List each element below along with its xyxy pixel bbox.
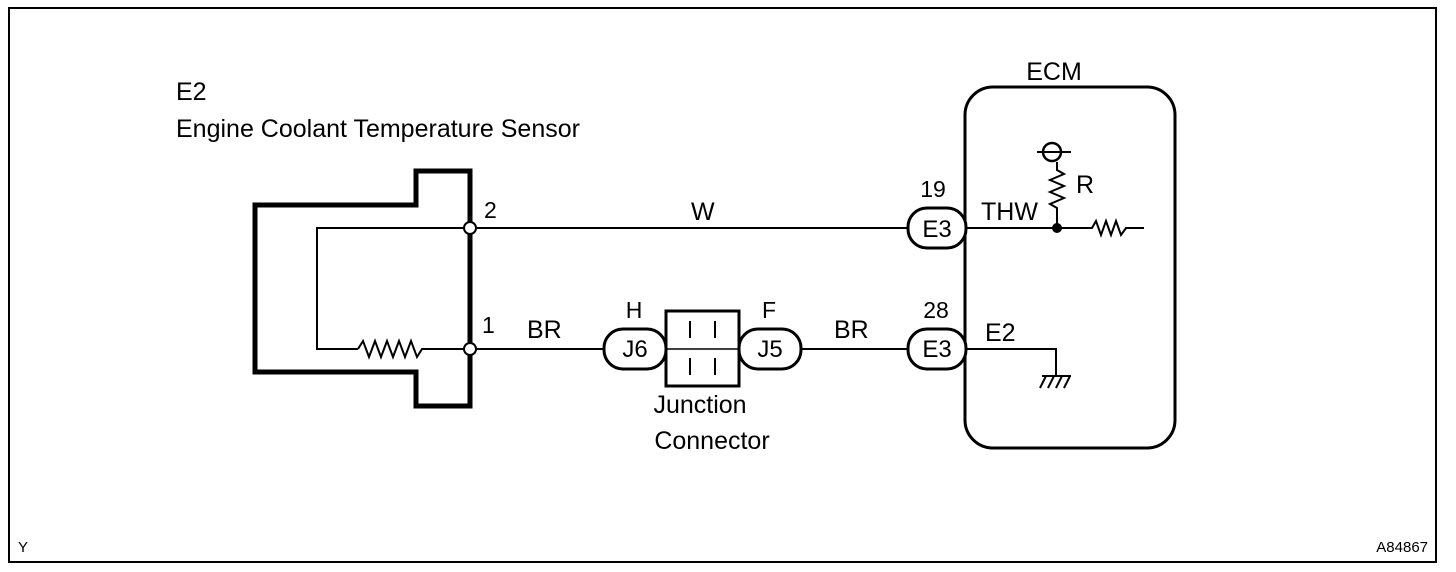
e2-internal-wire — [966, 348, 1057, 376]
junction-pin-h: H — [626, 297, 643, 323]
ecm-pin-28: 28 — [923, 297, 949, 323]
ground-hatch — [1047, 375, 1055, 389]
footer-right-code: A84867 — [1376, 539, 1428, 556]
wire-br-right-label: BR — [834, 316, 869, 344]
ecm-title: ECM — [1026, 58, 1082, 86]
diagram-frame — [8, 7, 1437, 563]
ecm-terminal-thw: THW — [981, 198, 1038, 226]
connector-j5-label: J5 — [757, 336, 782, 363]
wire-w-label: W — [691, 198, 715, 226]
resistor-label-r: R — [1076, 171, 1094, 199]
sensor-code: E2 — [176, 78, 207, 106]
ground-hatch — [1063, 375, 1071, 389]
junction-label-line1: Junction — [653, 391, 746, 419]
junction-pin-f: F — [762, 297, 776, 323]
connector-e3-bottom-label: E3 — [922, 336, 951, 363]
sensor-terminal-1 — [463, 342, 477, 356]
thermistor-resistor-icon — [357, 338, 470, 360]
ground-hatch — [1055, 375, 1063, 389]
sensor-housing — [252, 168, 473, 409]
sensor-internal-wire — [316, 227, 470, 350]
sensor-pin-2: 2 — [484, 197, 497, 223]
ecm-box — [963, 85, 1177, 450]
sensor-pin-1: 1 — [482, 312, 495, 338]
junction-label-line2: Connector — [654, 427, 769, 455]
ecm-pin-19: 19 — [920, 176, 946, 202]
sensor-terminal-2 — [463, 221, 477, 235]
footer-left-code: Y — [18, 539, 28, 556]
ecm-terminal-e2: E2 — [985, 319, 1016, 347]
sensor-name: Engine Coolant Temperature Sensor — [176, 115, 580, 143]
ground-hatch — [1039, 375, 1047, 389]
pullup-resistor-icon — [1047, 162, 1067, 228]
connector-e3-top-label: E3 — [922, 216, 951, 243]
connector-j6-label: J6 — [622, 336, 647, 363]
input-resistor-icon — [1057, 218, 1144, 238]
wire-br-left-label: BR — [527, 316, 562, 344]
